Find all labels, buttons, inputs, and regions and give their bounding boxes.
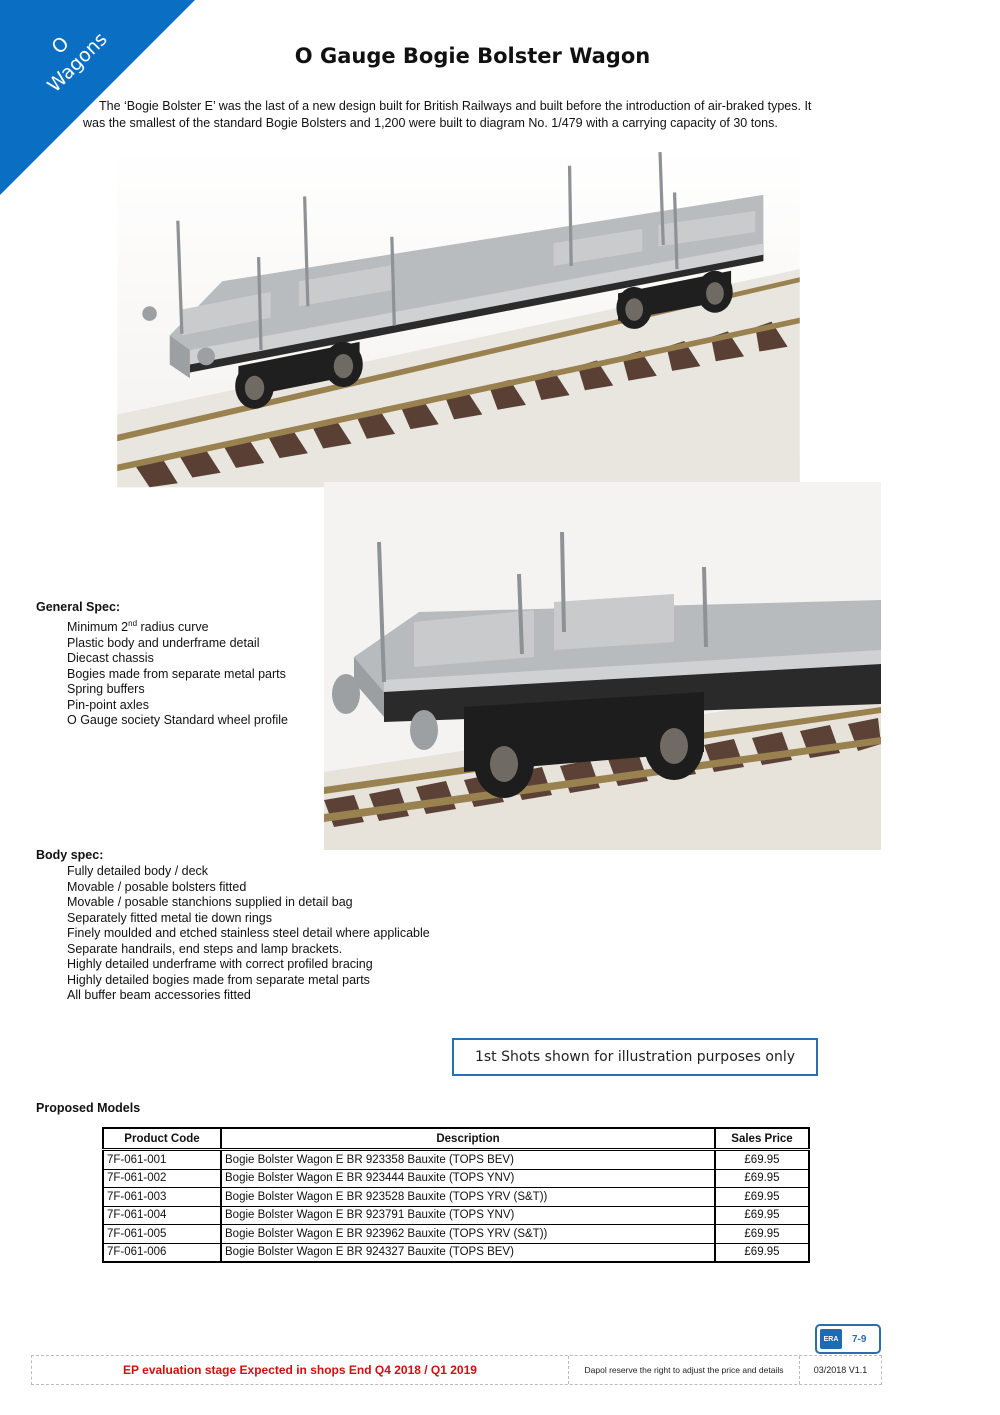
general-spec-item: Pin-point axles — [67, 697, 149, 712]
corner-ribbon — [0, 0, 195, 195]
body-spec-title: Body spec: — [36, 848, 104, 862]
general-spec-list: Minimum 2nd radius curve Plastic body an… — [67, 616, 288, 729]
general-spec-item: Minimum 2nd radius curve — [67, 616, 288, 636]
header-product-code: Product Code — [102, 1127, 222, 1151]
body-spec-item: Fully detailed body / deck — [67, 864, 209, 878]
era-logo: ERA — [820, 1329, 842, 1349]
curve-spec-text: Minimum 2 — [67, 620, 129, 635]
body-spec-item: Separately fitted metal tie down rings — [67, 910, 272, 925]
general-spec-title: General Spec: — [36, 600, 121, 614]
general-spec-item: Diecast chassis — [67, 651, 154, 666]
body-spec-item: Finely moulded and etched stainless stee… — [67, 926, 430, 940]
product-code-cell: 7F-061-001 — [102, 1148, 222, 1170]
price-cell: £69.95 — [714, 1205, 810, 1225]
footer: EP evaluation stage Expected in shops En… — [31, 1355, 882, 1385]
footer-version: 03/2018 V1.1 — [813, 1365, 868, 1375]
table-row: 7F-061-004 Bogie Bolster Wagon E BR 9237… — [102, 1205, 810, 1225]
description-cell: Bogie Bolster Wagon E BR 923358 Bauxite … — [220, 1148, 716, 1170]
page-badge: ERA 7-9 — [815, 1324, 881, 1354]
price-cell: £69.95 — [714, 1168, 810, 1188]
table-row: 7F-061-001 Bogie Bolster Wagon E BR 9233… — [102, 1148, 810, 1170]
description-cell: Bogie Bolster Wagon E BR 923528 Bauxite … — [220, 1187, 716, 1207]
proposed-models-table: Product Code Description Sales Price 7F-… — [102, 1127, 810, 1263]
intro-line-1: The ‘Bogie Bolster E’ was the last of a … — [99, 99, 812, 113]
price-cell: £69.95 — [714, 1242, 810, 1263]
intro-line-2: was the smallest of the standard Bogie B… — [83, 116, 778, 130]
page-number: 7-9 — [852, 1333, 867, 1345]
product-code-cell: 7F-061-003 — [102, 1187, 222, 1207]
body-spec-list: Fully detailed body / deck Movable / pos… — [67, 864, 430, 1004]
price-cell: £69.95 — [714, 1187, 810, 1207]
body-spec-item: Movable / posable stanchions supplied in… — [67, 895, 353, 909]
wagon-photo-detail — [324, 482, 881, 850]
body-spec-item: All buffer beam accessories fitted — [67, 988, 251, 1002]
body-spec-item: Highly detailed bogies made from separat… — [67, 972, 370, 987]
product-code-cell: 7F-061-004 — [102, 1205, 222, 1225]
body-spec-item: Highly detailed underframe with correct … — [67, 957, 373, 971]
header-sales-price: Sales Price — [714, 1127, 810, 1151]
footer-status: EP evaluation stage Expected in shops En… — [32, 1356, 569, 1384]
description-cell: Bogie Bolster Wagon E BR 923962 Bauxite … — [220, 1224, 716, 1244]
table-row: 7F-061-005 Bogie Bolster Wagon E BR 9239… — [102, 1224, 810, 1244]
footer-disclaimer: Dapol reserve the right to adjust the pr… — [569, 1356, 800, 1384]
curve-spec-suffix: radius curve — [137, 620, 209, 635]
price-cell: £69.95 — [714, 1148, 810, 1170]
product-code-cell: 7F-061-002 — [102, 1168, 222, 1188]
curve-spec-superscript: nd — [128, 619, 138, 628]
general-spec-item: O Gauge society Standard wheel profile — [67, 713, 288, 728]
table-header-row: Product Code Description Sales Price — [102, 1127, 810, 1151]
description-cell: Bogie Bolster Wagon E BR 924327 Bauxite … — [220, 1242, 716, 1263]
body-spec-item: Movable / posable bolsters fitted — [67, 879, 247, 894]
header-description: Description — [220, 1127, 716, 1151]
page-title: O Gauge Bogie Bolster Wagon — [294, 44, 651, 68]
general-spec-item: Bogies made from separate metal parts — [67, 666, 286, 681]
body-spec-item: Separate handrails, end steps and lamp b… — [67, 941, 343, 956]
description-cell: Bogie Bolster Wagon E BR 923444 Bauxite … — [220, 1168, 716, 1188]
product-code-cell: 7F-061-005 — [102, 1224, 222, 1244]
table-row: 7F-061-006 Bogie Bolster Wagon E BR 9243… — [102, 1242, 810, 1263]
description-cell: Bogie Bolster Wagon E BR 923791 Bauxite … — [220, 1205, 716, 1225]
proposed-models-title: Proposed Models — [36, 1101, 141, 1115]
price-cell: £69.95 — [714, 1224, 810, 1244]
general-spec-item: Plastic body and underframe detail — [67, 635, 260, 650]
table-row: 7F-061-002 Bogie Bolster Wagon E BR 9234… — [102, 1168, 810, 1188]
intro-paragraph: The ‘Bogie Bolster E’ was the last of a … — [83, 98, 883, 132]
table-row: 7F-061-003 Bogie Bolster Wagon E BR 9235… — [102, 1187, 810, 1207]
general-spec-item: Spring buffers — [67, 682, 145, 697]
wagon-photo-main — [117, 148, 800, 488]
product-code-cell: 7F-061-006 — [102, 1242, 222, 1263]
illustration-notice: 1st Shots shown for illustration purpose… — [452, 1038, 818, 1076]
